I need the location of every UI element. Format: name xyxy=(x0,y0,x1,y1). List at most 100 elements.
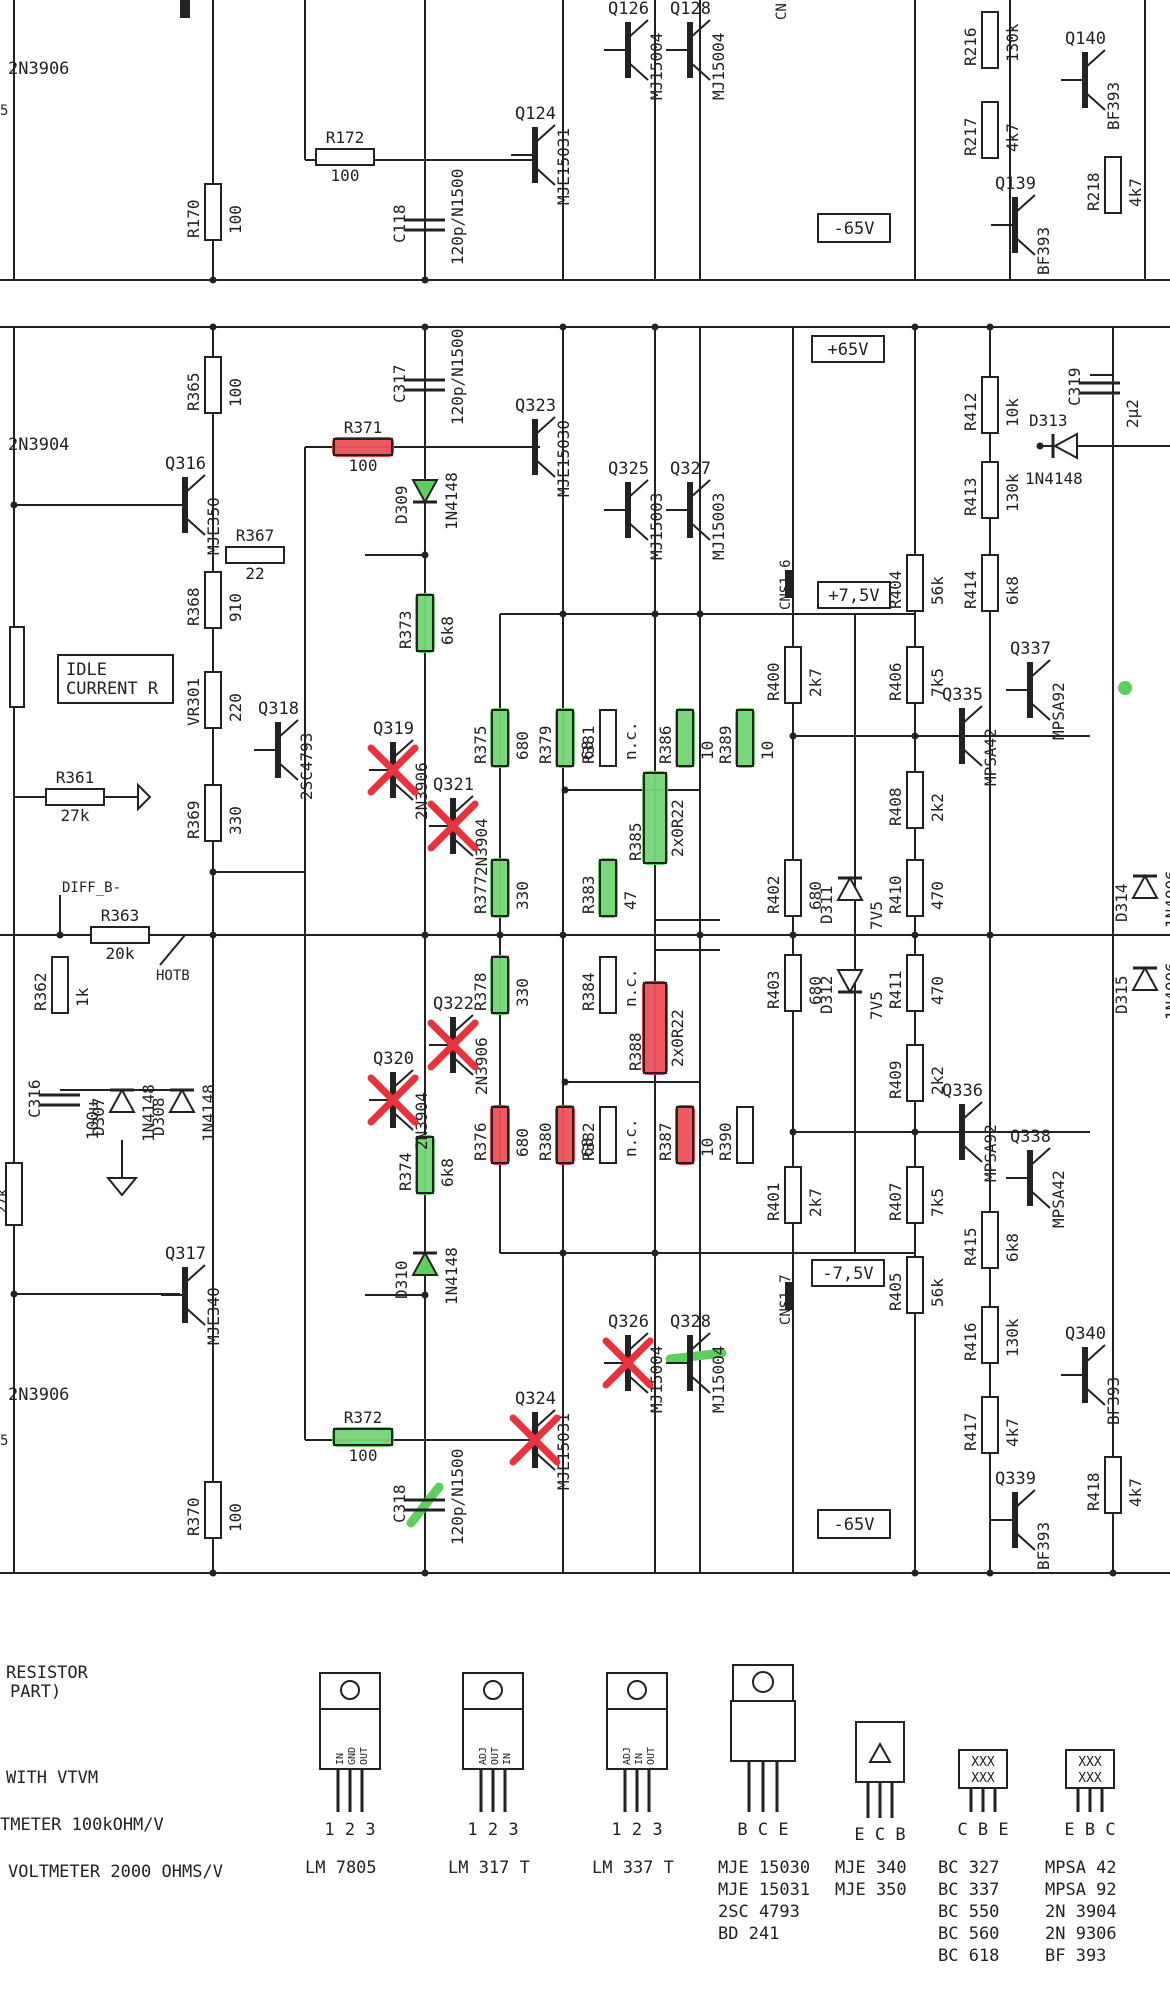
resistor-ref: R361 xyxy=(56,768,95,787)
part-name: 2N 9306 xyxy=(1045,1924,1117,1944)
svg-text:-65V: -65V xyxy=(834,219,875,239)
resistor-value: n.c. xyxy=(621,1118,640,1157)
pin-name: ADJ xyxy=(622,1747,633,1765)
transistor-ref: Q316 xyxy=(165,454,206,474)
svg-text:TMETER 100kOHM/V: TMETER 100kOHM/V xyxy=(0,1815,164,1835)
transistor-type: MJ15004 xyxy=(647,1346,666,1413)
resistor-ref: R375 xyxy=(471,725,490,764)
mark-green-r372 xyxy=(332,1427,394,1447)
mark-green-r389 xyxy=(735,708,755,768)
resistor-ref: R363 xyxy=(101,906,140,925)
resistor-value: 130k xyxy=(1003,23,1022,62)
resistor-ref: R218 xyxy=(1084,172,1103,211)
transistor-type: MJE350 xyxy=(204,497,223,555)
resistor-value: 4k7 xyxy=(1003,123,1022,152)
resistor-value: 680 xyxy=(513,731,532,760)
transistor-type: MPSA92 xyxy=(1049,682,1068,740)
mark-green-r385 xyxy=(642,771,668,865)
pin-name: OUT xyxy=(359,1747,370,1765)
resistor-ref: R170 xyxy=(184,199,203,238)
transistor-type: MJE15030 xyxy=(554,420,573,497)
resistor-value: 100 xyxy=(349,456,378,475)
transistor-ref: Q326 xyxy=(608,1312,649,1332)
resistor-ref: R406 xyxy=(886,662,905,701)
resistor-value: 6k8 xyxy=(438,1158,457,1187)
resistor-ref: R405 xyxy=(886,1272,905,1311)
resistor-ref: R414 xyxy=(961,570,980,609)
resistor-value: 1k xyxy=(73,987,92,1007)
pin-name: GND xyxy=(347,1747,358,1765)
transistor-type: BF393 xyxy=(1104,82,1123,130)
resistor-value: 330 xyxy=(513,881,532,910)
transistor-ref: Q126 xyxy=(608,0,649,19)
resistor-value: 68 xyxy=(578,741,597,760)
capacitor-ref: C318 xyxy=(390,1484,409,1523)
resistor-ref: R371 xyxy=(344,418,383,437)
resistor-value: n.c. xyxy=(621,721,640,760)
transistor-type: MJ15004 xyxy=(647,33,666,100)
idle-current-note: IDLE CURRENT R xyxy=(57,654,174,704)
resistor-ref: R383 xyxy=(579,875,598,914)
resistor-ref: R367 xyxy=(236,526,275,545)
part-name: MPSA 92 xyxy=(1045,1880,1117,1900)
capacitor-ref: C118 xyxy=(390,204,409,243)
capacitor-value: 120p/N1500 xyxy=(448,329,467,425)
resistor-ref: R385 xyxy=(626,822,645,861)
edge-value-5-bot: 5 xyxy=(0,1433,8,1449)
resistor-ref: R216 xyxy=(961,27,980,66)
transistor-type: 2N3904 xyxy=(472,818,491,876)
diode-value: 1N4148 xyxy=(442,1247,461,1305)
pin-name: IN xyxy=(502,1753,513,1765)
edge-value-27k-top: 27k xyxy=(0,668,4,694)
svg-text:VOLTMETER 2000 OHMS/V: VOLTMETER 2000 OHMS/V xyxy=(8,1862,223,1882)
pin-name: ADJ xyxy=(478,1747,489,1765)
resistor-value: 27k xyxy=(61,806,90,825)
fault-cross-q326 xyxy=(602,1337,654,1389)
resistor-value: 10 xyxy=(758,741,777,760)
transistor-ref: Q317 xyxy=(165,1244,206,1264)
pin-name: IN xyxy=(335,1753,346,1765)
diode-ref: D313 xyxy=(1029,411,1068,430)
mark-red-r371 xyxy=(332,437,394,457)
part-name: MPSA 42 xyxy=(1045,1858,1117,1878)
svg-text:-7,5V: -7,5V xyxy=(822,1264,873,1284)
marking: XXX xyxy=(1078,1771,1102,1786)
resistor-ref: R365 xyxy=(184,372,203,411)
part-name: BC 337 xyxy=(938,1880,999,1900)
diode-ref: D311 xyxy=(817,885,836,924)
marking: XXX xyxy=(971,1755,995,1770)
pin-numbers: C B E xyxy=(957,1820,1008,1840)
transistor-ref: Q128 xyxy=(670,0,711,19)
signal-arrow xyxy=(137,782,152,812)
resistor-value: 680 xyxy=(513,1128,532,1157)
mark-green-dot xyxy=(1118,681,1132,695)
mark-green-r378 xyxy=(490,955,510,1015)
transistor-ref: Q339 xyxy=(995,1469,1036,1489)
resistor-value: 910 xyxy=(226,593,245,622)
pin-numbers: E B C xyxy=(1064,1820,1115,1840)
resistor-ref: R384 xyxy=(579,972,598,1011)
part-name: BF 393 xyxy=(1045,1946,1106,1966)
